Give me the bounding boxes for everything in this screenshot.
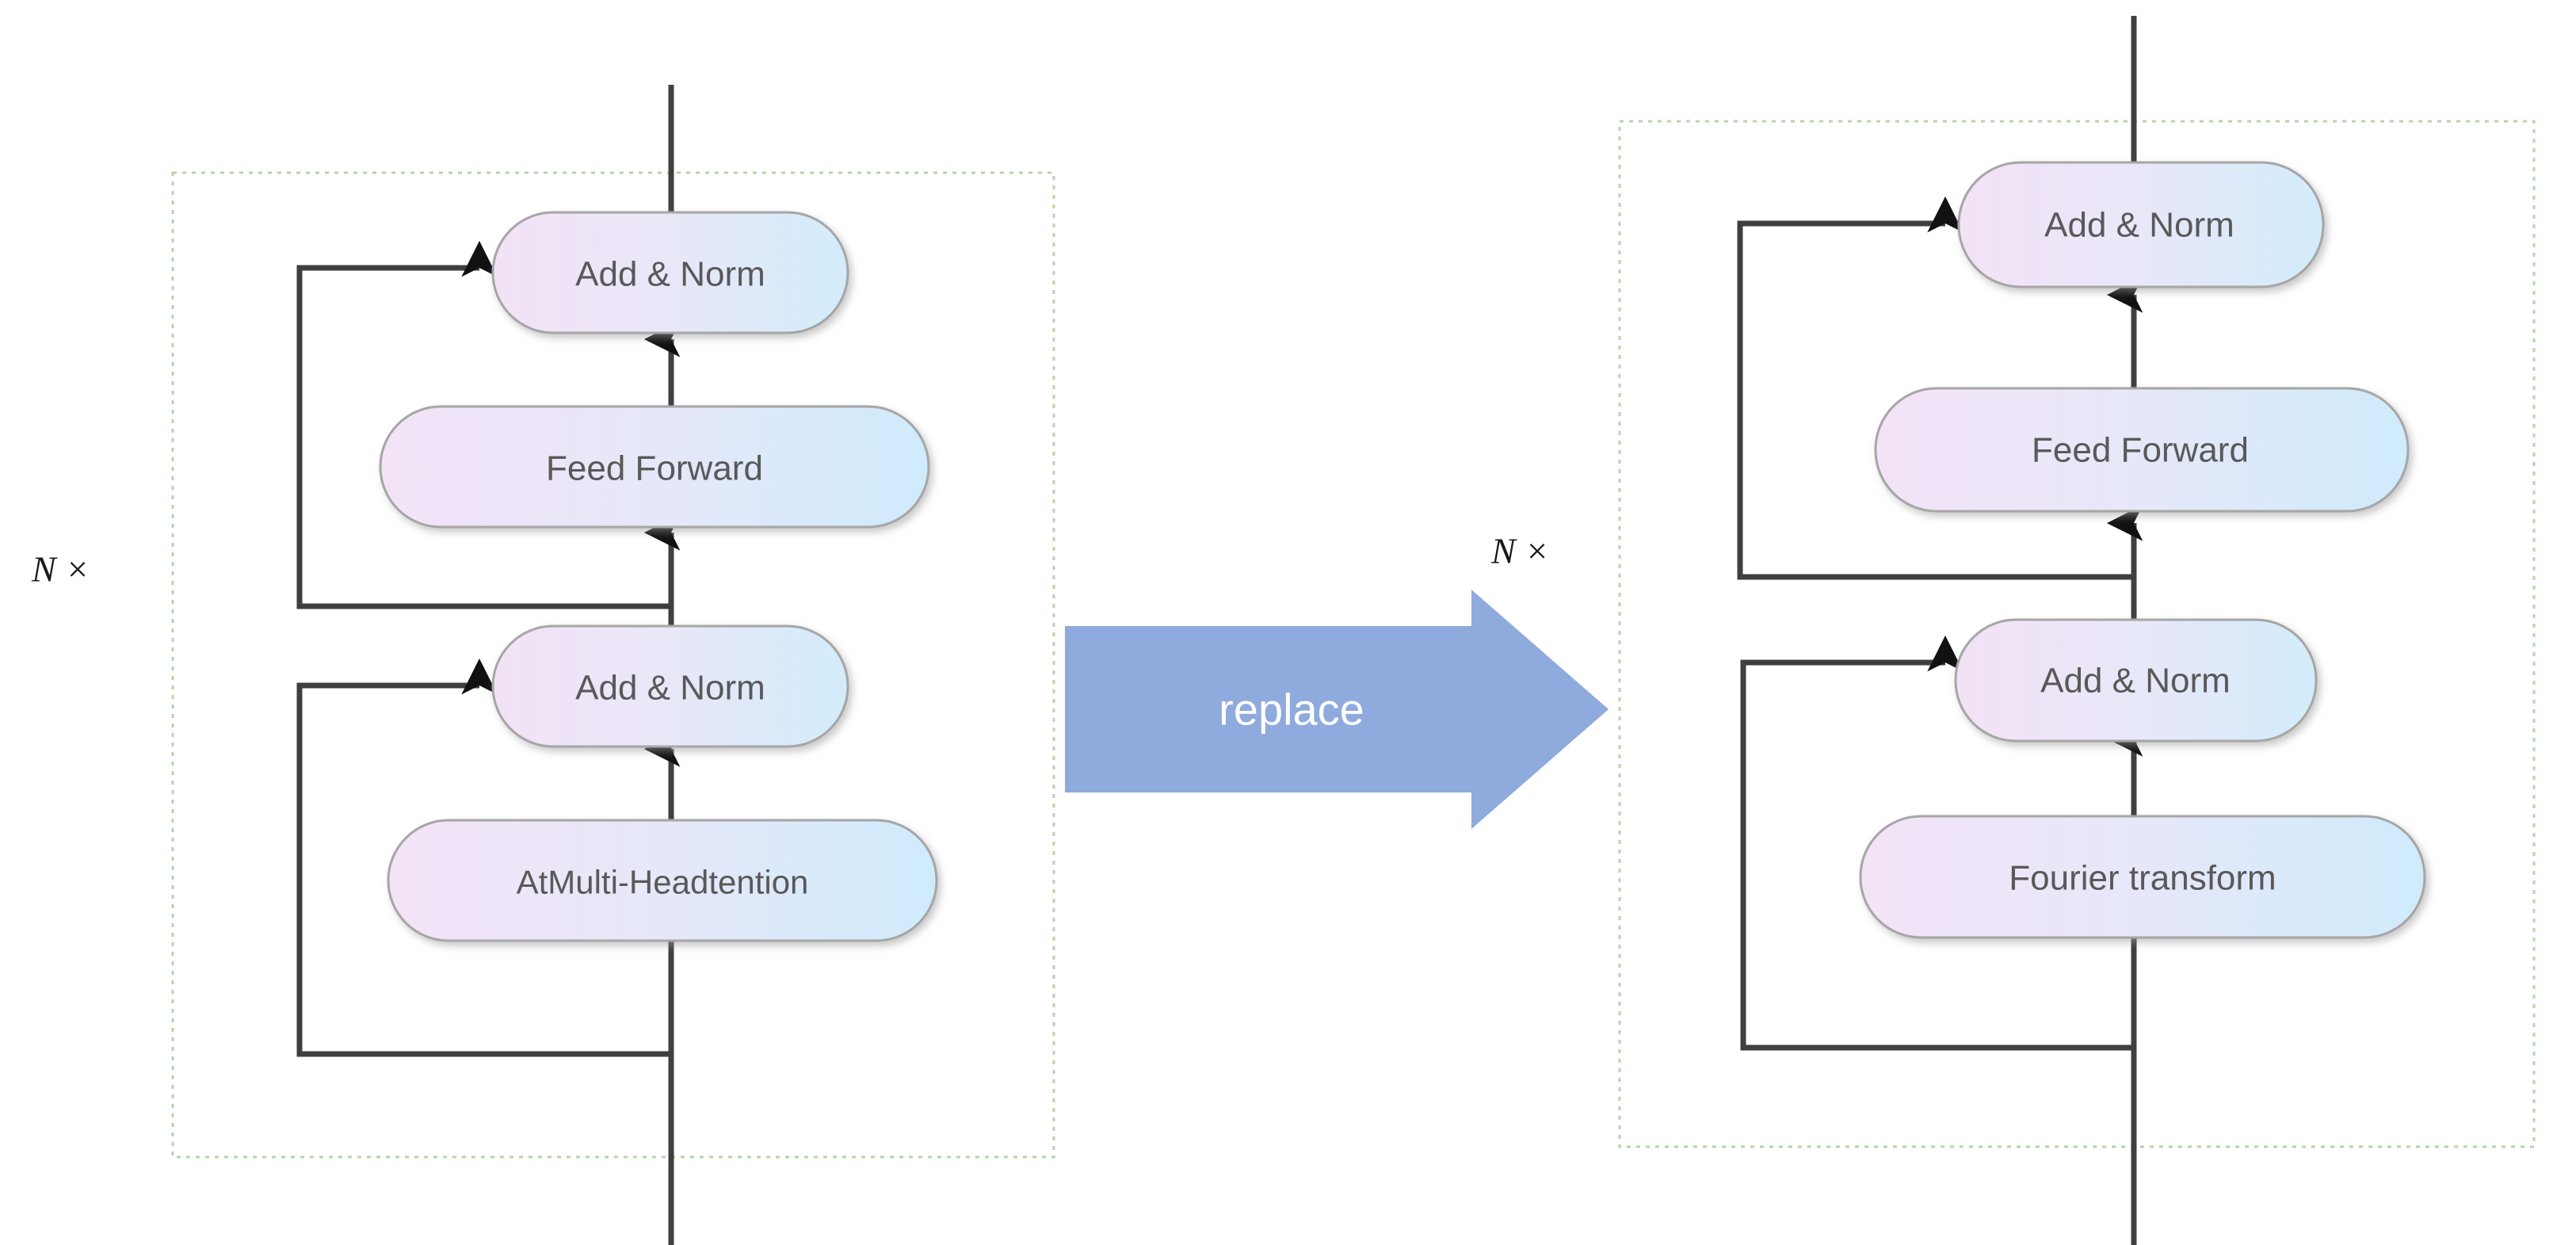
right-add-norm-top-label: Add & Norm bbox=[2044, 206, 2234, 245]
right-add-norm-bottom-label: Add & Norm bbox=[2040, 662, 2231, 701]
left-add-norm-top-shape[interactable] bbox=[491, 211, 849, 334]
left-encoder-group: Add & Norm Feed Forward Add & Norm AtMul… bbox=[31, 85, 1055, 1245]
left-node-add-norm-bottom[interactable]: Add & Norm bbox=[491, 624, 849, 748]
right-node-add-norm-top[interactable]: Add & Norm bbox=[1957, 161, 2325, 288]
right-node-feed-forward[interactable]: Feed Forward bbox=[1874, 387, 2410, 513]
right-group-dashed-border bbox=[1618, 120, 2536, 1148]
right-add-norm-top-shape[interactable] bbox=[1957, 161, 2325, 288]
replace-arrow-label: replace bbox=[1219, 685, 1364, 735]
left-attention-label: AtMulti-Headtention bbox=[517, 864, 809, 901]
right-fourier-shape[interactable] bbox=[1859, 815, 2426, 939]
right-node-fourier[interactable]: Fourier transform bbox=[1859, 815, 2426, 939]
right-encoder-group: Add & Norm Feed Forward Add & Norm Fouri… bbox=[1490, 16, 2536, 1245]
right-node-add-norm-bottom[interactable]: Add & Norm bbox=[1954, 618, 2318, 743]
right-feed-forward-shape[interactable] bbox=[1874, 387, 2410, 513]
left-node-attention[interactable]: AtMulti-Headtention bbox=[387, 819, 938, 942]
replace-arrow-group: replace bbox=[1065, 590, 1609, 829]
left-add-norm-bottom-shape[interactable] bbox=[491, 624, 849, 748]
left-node-feed-forward[interactable]: Feed Forward bbox=[379, 405, 930, 529]
right-lower-residual-connection bbox=[1740, 635, 2134, 1051]
left-upper-residual-connection bbox=[296, 240, 671, 609]
replace-arrow-shape bbox=[1065, 590, 1609, 829]
left-feed-forward-shape[interactable] bbox=[379, 405, 930, 529]
left-add-norm-top-label: Add & Norm bbox=[575, 255, 765, 294]
right-fourier-label: Fourier transform bbox=[2009, 859, 2276, 898]
left-group-dashed-border bbox=[171, 171, 1055, 1159]
right-add-norm-bottom-shape[interactable] bbox=[1954, 618, 2318, 743]
left-feed-forward-label: Feed Forward bbox=[546, 449, 763, 488]
left-node-add-norm-top[interactable]: Add & Norm bbox=[491, 211, 849, 334]
left-attention-shape[interactable] bbox=[387, 819, 938, 942]
right-repeat-count-label: N × bbox=[1490, 531, 1549, 571]
left-repeat-count-label: N × bbox=[31, 549, 90, 590]
right-feed-forward-label: Feed Forward bbox=[2032, 431, 2249, 470]
left-add-norm-bottom-label: Add & Norm bbox=[575, 669, 765, 708]
left-lower-residual-connection bbox=[296, 658, 671, 1057]
right-upper-residual-connection bbox=[1737, 196, 2134, 580]
